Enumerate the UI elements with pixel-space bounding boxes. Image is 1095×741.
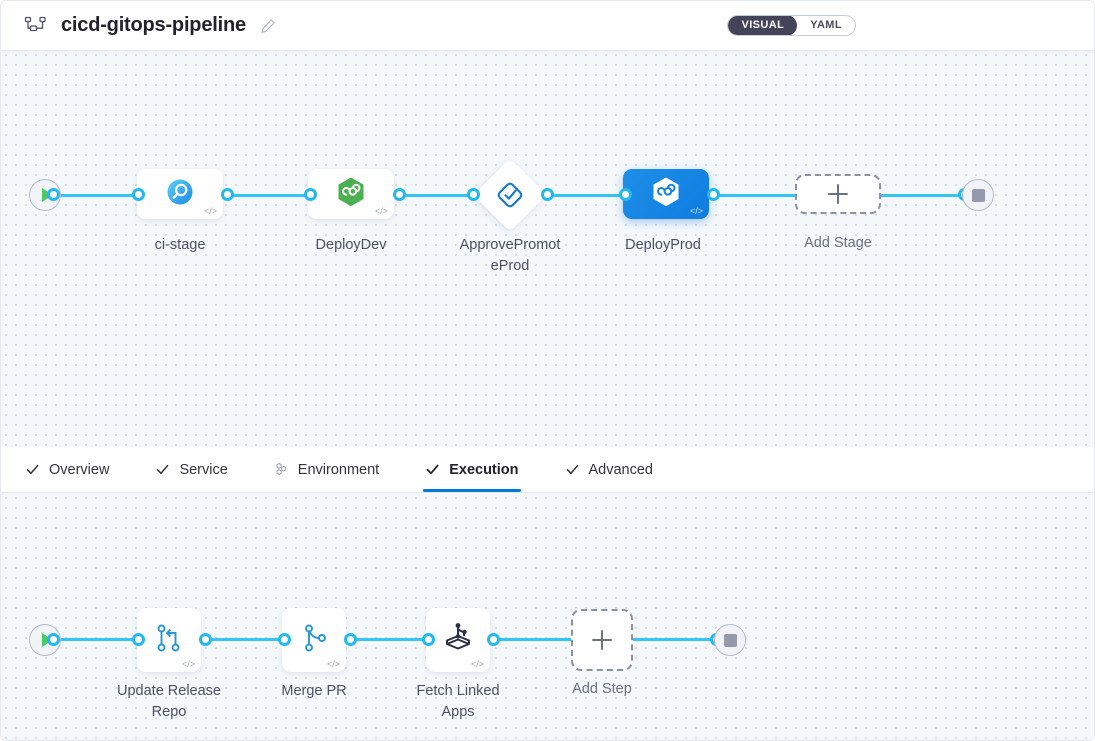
stage-canvas[interactable]: </> ci-stage </> DeployDev xyxy=(1,50,1095,447)
port-fetch-in[interactable] xyxy=(422,633,435,646)
ci-build-magnifier-icon xyxy=(165,177,195,212)
port-step-start-out[interactable] xyxy=(47,633,60,646)
stage-node-deploydev[interactable]: </> xyxy=(308,169,394,219)
step-node-update-release-repo[interactable]: </> xyxy=(137,608,201,672)
stage-node-approve[interactable] xyxy=(473,158,547,232)
port-start-out[interactable] xyxy=(47,188,60,201)
stage-label-ci-stage: ci-stage xyxy=(110,235,250,256)
tab-service[interactable]: Service xyxy=(155,447,227,492)
check-icon xyxy=(25,462,40,477)
add-step-button[interactable] xyxy=(571,609,633,671)
port-deploydev-in[interactable] xyxy=(304,188,317,201)
pencil-icon[interactable] xyxy=(259,17,277,35)
stage-config-tabs[interactable]: Overview Service Environment xyxy=(1,447,1095,493)
view-mode-toggle[interactable]: VISUAL YAML xyxy=(727,15,856,36)
port-deployprod-out[interactable] xyxy=(707,188,720,201)
tab-advanced[interactable]: Advanced xyxy=(565,447,654,492)
tab-label: Overview xyxy=(49,462,109,478)
linked-apps-cube-icon xyxy=(440,620,476,661)
tab-execution[interactable]: Execution xyxy=(425,447,518,492)
stage-node-deployprod[interactable]: </> xyxy=(623,169,709,219)
port-approve-in[interactable] xyxy=(467,188,480,201)
port-merge-in[interactable] xyxy=(278,633,291,646)
stage-node-ci-stage[interactable]: </> xyxy=(137,169,223,219)
step-label-line2: Apps xyxy=(388,702,528,723)
step-label-merge-pr: Merge PR xyxy=(244,681,384,702)
toggle-visual[interactable]: VISUAL xyxy=(728,15,797,36)
check-icon xyxy=(565,462,580,477)
port-ci-in[interactable] xyxy=(132,188,145,201)
step-node-merge-pr[interactable]: </> xyxy=(282,608,346,672)
tab-environment[interactable]: Environment xyxy=(274,447,379,492)
step-label-line1: Fetch Linked xyxy=(388,681,528,702)
port-deployprod-in[interactable] xyxy=(619,188,632,201)
stage-label-deploydev: DeployDev xyxy=(281,235,421,256)
port-approve-out[interactable] xyxy=(541,188,554,201)
gitops-hexagon-icon xyxy=(651,176,681,213)
code-badge: </> xyxy=(327,660,340,669)
pipeline-graph-icon xyxy=(23,13,49,39)
step-label-line1: Update Release xyxy=(99,681,239,702)
plus-icon xyxy=(592,630,612,650)
port-fetch-out[interactable] xyxy=(487,633,500,646)
step-label-line2: Repo xyxy=(99,702,239,723)
code-badge: </> xyxy=(471,660,484,669)
step-label-fetch-linked-apps: Fetch Linked Apps xyxy=(388,681,528,723)
approval-check-icon xyxy=(495,180,525,210)
port-ci-out[interactable] xyxy=(221,188,234,201)
port-update-out[interactable] xyxy=(199,633,212,646)
edge-fetch-addstep xyxy=(489,638,577,641)
stop-icon xyxy=(972,189,985,202)
stage-label-deployprod: DeployProd xyxy=(593,235,733,256)
port-deploydev-out[interactable] xyxy=(393,188,406,201)
stage-end-node[interactable] xyxy=(962,179,994,211)
code-badge: </> xyxy=(375,207,388,216)
stage-label-approve-line2: eProd xyxy=(440,256,580,277)
step-end-node[interactable] xyxy=(714,624,746,656)
gitops-hexagon-icon xyxy=(336,176,366,213)
code-badge: </> xyxy=(204,207,217,216)
tab-label: Service xyxy=(179,462,227,478)
toggle-yaml[interactable]: YAML xyxy=(797,15,855,36)
step-node-fetch-linked-apps[interactable]: </> xyxy=(426,608,490,672)
git-branch-icon xyxy=(297,621,331,660)
port-update-in[interactable] xyxy=(132,633,145,646)
code-badge: </> xyxy=(182,660,195,669)
step-canvas[interactable]: </> Update Release Repo </> xyxy=(1,493,1095,741)
add-stage-label: Add Stage xyxy=(768,233,908,254)
stage-label-approve-line1: ApprovePromot xyxy=(440,235,580,256)
page-header: cicd-gitops-pipeline VISUAL YAML xyxy=(1,1,1095,50)
stop-icon xyxy=(724,634,737,647)
add-stage-button[interactable] xyxy=(795,174,881,214)
port-merge-out[interactable] xyxy=(344,633,357,646)
tab-label: Environment xyxy=(298,462,379,478)
stage-label-approve: ApprovePromot eProd xyxy=(440,235,580,277)
tab-label: Advanced xyxy=(589,462,654,478)
git-merge-icon xyxy=(152,621,186,660)
tab-overview[interactable]: Overview xyxy=(25,447,109,492)
plus-icon xyxy=(828,184,848,204)
check-icon xyxy=(425,462,440,477)
hexagon-cluster-icon xyxy=(274,462,289,477)
add-step-label: Add Step xyxy=(532,679,672,700)
step-label-update-release-repo: Update Release Repo xyxy=(99,681,239,723)
tab-label: Execution xyxy=(449,462,518,478)
page-title: cicd-gitops-pipeline xyxy=(61,14,246,37)
code-badge: </> xyxy=(690,207,703,216)
check-icon xyxy=(155,462,170,477)
